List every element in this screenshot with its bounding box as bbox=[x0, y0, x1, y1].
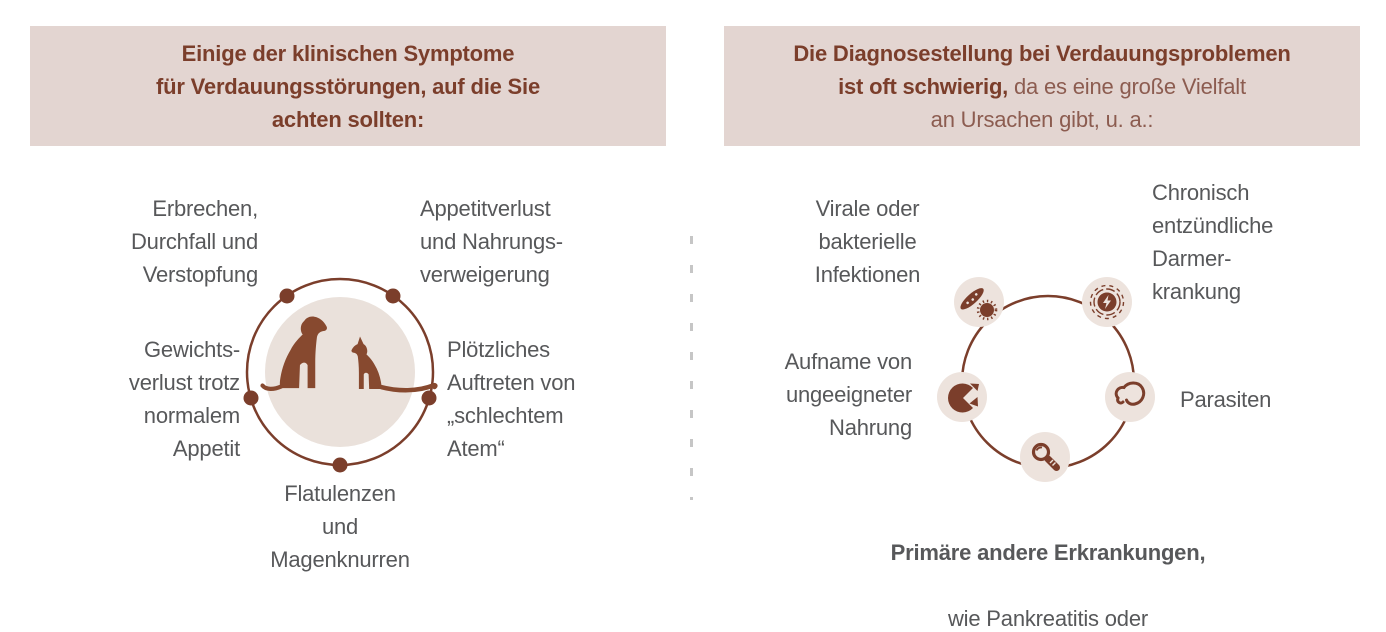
right-header-line2: ist oft schwierig, da es eine große Viel… bbox=[724, 70, 1360, 103]
inflammation-icon bbox=[1082, 277, 1132, 327]
symptom-circle-graphic bbox=[243, 277, 438, 473]
cause-label-primary-diseases: Primäre andere Erkrankungen, wie Pankrea… bbox=[810, 503, 1286, 632]
cause-label-parasites: Parasiten bbox=[1180, 387, 1272, 412]
cause-label-bowel-disease: Chronisch entzündliche Darmer- krankung bbox=[1152, 180, 1274, 304]
right-header-line3: an Ursachen gibt, u. a.: bbox=[930, 106, 1154, 132]
symptom-label-flatulence: Flatulenzen und Magenknurren bbox=[270, 481, 410, 572]
cause-primary-bold: Primäre andere Erkrankungen, bbox=[890, 540, 1206, 565]
left-panel-header: Einige der klinischen Symptome für Verda… bbox=[30, 26, 666, 146]
symptom-label-weight-loss: Gewichts- verlust trotz normalem Appetit bbox=[128, 337, 240, 461]
symptom-label-vomiting: Erbrechen, Durchfall und Verstopfung bbox=[130, 196, 258, 287]
right-header-bold1: Die Diagnosestellung bei Verdauungsprobl… bbox=[793, 40, 1291, 66]
causes-circle-graphic bbox=[937, 277, 1155, 482]
bacteria-icon bbox=[954, 277, 1004, 327]
right-header-line1: Die Diagnosestellung bei Verdauungsprobl… bbox=[724, 37, 1360, 70]
right-panel-header: Die Diagnosestellung bei Verdauungsprobl… bbox=[724, 26, 1360, 146]
left-header-text: Einige der klinischen Symptome für Verda… bbox=[156, 40, 540, 132]
right-header-regular2: da es eine große Vielfalt bbox=[1008, 73, 1246, 99]
cause-label-unsuitable-food: Aufname von ungeeigneter Nahrung bbox=[784, 349, 913, 440]
unsuitable-food-icon bbox=[937, 372, 987, 422]
magnifier-icon bbox=[1020, 432, 1070, 482]
cat-silhouette bbox=[351, 336, 438, 393]
symptom-label-bad-breath: Plötzliches Auftreten von „schlechtem At… bbox=[447, 337, 576, 461]
dog-silhouette bbox=[260, 316, 327, 391]
ring-dots bbox=[243, 288, 437, 473]
cause-primary-regular: wie Pankreatitis oder Niereninsuffizienz bbox=[947, 606, 1148, 631]
symptom-label-appetite-loss: Appetitverlust und Nahrungs- verweigerun… bbox=[420, 196, 563, 287]
right-header-bold2: ist oft schwierig, bbox=[838, 73, 1009, 99]
cause-label-infections: Virale oder bakterielle Infektionen bbox=[814, 196, 921, 287]
parasite-icon bbox=[1105, 372, 1155, 422]
